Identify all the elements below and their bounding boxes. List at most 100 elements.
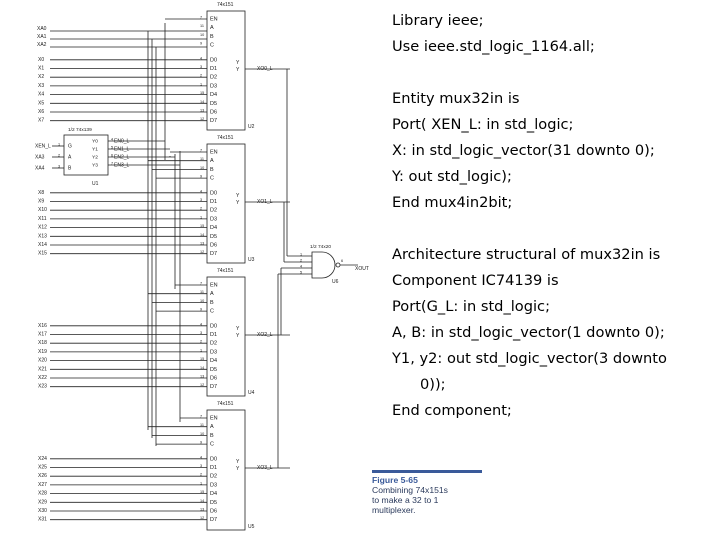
mux-pin-number: 1: [200, 348, 202, 352]
mux-pin-label: A: [210, 158, 214, 164]
mux-pin-label: D5: [210, 367, 217, 373]
data-input-label: X23: [38, 384, 47, 390]
mux-part-label: 74x151: [217, 135, 234, 141]
mux-pin-number: 9: [200, 42, 202, 46]
mux-pin-label: D2: [210, 75, 217, 81]
mux-pin-label: B: [210, 433, 214, 439]
code-line: Architecture structural of mux32in is: [392, 246, 661, 263]
mux-pin-label: C: [210, 309, 214, 315]
mux-pin-label: D0: [210, 190, 217, 196]
mux-pin-number: 12: [200, 383, 204, 387]
caption-line-2: to make a 32 to 1: [372, 495, 439, 505]
mux-pin-label: D2: [210, 341, 217, 347]
mux-box: [206, 276, 246, 397]
decoder-pin-number: 6: [111, 154, 113, 158]
mux-pin-number: 4: [200, 56, 202, 60]
data-input-label: X6: [38, 109, 44, 115]
mux-pin-label: D4: [210, 491, 217, 497]
decoder-pin-label: Y0: [92, 139, 98, 145]
mux-pin-number: 15: [200, 357, 204, 361]
code-line: Use ieee.std_logic_1164.all;: [392, 38, 595, 55]
mux-pin-label: EN: [210, 416, 218, 422]
mux-unit-label: U3: [248, 257, 255, 263]
mux-pin-number: 3: [200, 331, 202, 335]
mux-pin-label: D5: [210, 500, 217, 506]
mux-pin-number: 1: [200, 82, 202, 86]
mux-pin-label: B: [210, 167, 214, 173]
mux-pin-number: 4: [200, 189, 202, 193]
mux-pin-number: 10: [200, 33, 204, 37]
mux-pin-number: 11: [200, 24, 204, 28]
nand-pin-number: 4: [300, 265, 302, 269]
decoder-pin-label: Y3: [92, 163, 98, 169]
select-input-label: XA1: [37, 34, 47, 40]
mux-pin-label: C: [210, 43, 214, 49]
mux-pin-number: 9: [200, 175, 202, 179]
data-input-label: X0: [38, 57, 44, 63]
decoder-pin-number: 1: [58, 143, 60, 147]
mux-pin-number: 10: [200, 166, 204, 170]
mux-pin-number: 1: [200, 215, 202, 219]
data-input-label: X24: [38, 456, 47, 462]
mux-pin-number: 15: [200, 91, 204, 95]
nand-pin-number: 1: [300, 253, 302, 257]
mux-output-pin-label: Y: [236, 466, 240, 472]
mux-pin-label: D7: [210, 384, 217, 390]
nand-pin-number: 5: [300, 271, 302, 275]
mux-pin-number: 11: [200, 423, 204, 427]
select-input-label: XA2: [37, 42, 47, 48]
data-input-label: X31: [38, 517, 47, 523]
mux-pin-label: D2: [210, 474, 217, 480]
decoder-pin-label: G: [68, 144, 72, 150]
data-input-label: X2: [38, 74, 44, 80]
code-line: Y: out std_logic);: [392, 168, 512, 185]
mux-part-label: 74x151: [217, 2, 234, 8]
select-input-label: XA0: [37, 26, 47, 32]
nand-unit-label: U6: [332, 279, 339, 285]
mux-pin-number: 1: [200, 481, 202, 485]
mux-pin-number: 4: [200, 322, 202, 326]
mux-pin-label: D1: [210, 332, 217, 338]
decoder-pin-number: 5: [111, 146, 113, 150]
mux-pin-number: 10: [200, 432, 204, 436]
mux-pin-label: D6: [210, 243, 217, 249]
code-line: X: in std_logic_vector(31 downto 0);: [392, 142, 655, 159]
mux-pin-label: C: [210, 442, 214, 448]
mux-pin-number: 3: [200, 65, 202, 69]
code-line: Component IC74139 is: [392, 272, 559, 289]
mux-pin-label: C: [210, 176, 214, 182]
caption-line-1: Combining 74x151s: [372, 485, 448, 495]
mux-box: [206, 10, 246, 131]
data-input-label: X17: [38, 332, 47, 338]
data-input-label: X26: [38, 473, 47, 479]
mux-pin-number: 4: [200, 455, 202, 459]
mux-pin-label: B: [210, 300, 214, 306]
mux-pin-label: A: [210, 424, 214, 430]
mux-pin-label: D6: [210, 376, 217, 382]
decoder-input-label: XEN_L: [35, 144, 51, 150]
mux-pin-number: 13: [200, 508, 204, 512]
mux-pin-label: D5: [210, 234, 217, 240]
mux-pin-label: D6: [210, 509, 217, 515]
mux-output-pin-label: Y: [236, 60, 240, 66]
vhdl-code-block: Library ieee;Use ieee.std_logic_1164.all…: [392, 8, 712, 424]
mux-pin-label: EN: [210, 283, 218, 289]
mux-pin-number: 7: [200, 415, 202, 419]
mux-pin-label: D6: [210, 110, 217, 116]
data-input-label: X5: [38, 100, 44, 106]
decoder-output-label: EN0_L: [114, 139, 130, 145]
code-line: Entity mux32in is: [392, 90, 520, 107]
decoder-unit-label: U1: [92, 181, 99, 187]
nand-pin-number: 6: [341, 259, 343, 263]
mux-pin-number: 15: [200, 224, 204, 228]
data-input-label: X27: [38, 482, 47, 488]
mux-pin-label: D7: [210, 118, 217, 124]
data-input-label: X28: [38, 491, 47, 497]
mux-pin-number: 14: [200, 233, 204, 237]
mux-pin-number: 2: [200, 340, 202, 344]
data-input-label: X15: [38, 251, 47, 257]
mux-pin-number: 3: [200, 198, 202, 202]
mux-pin-number: 7: [200, 149, 202, 153]
decoder-output-label: EN2_L: [114, 155, 130, 161]
mux-pin-label: D7: [210, 517, 217, 523]
